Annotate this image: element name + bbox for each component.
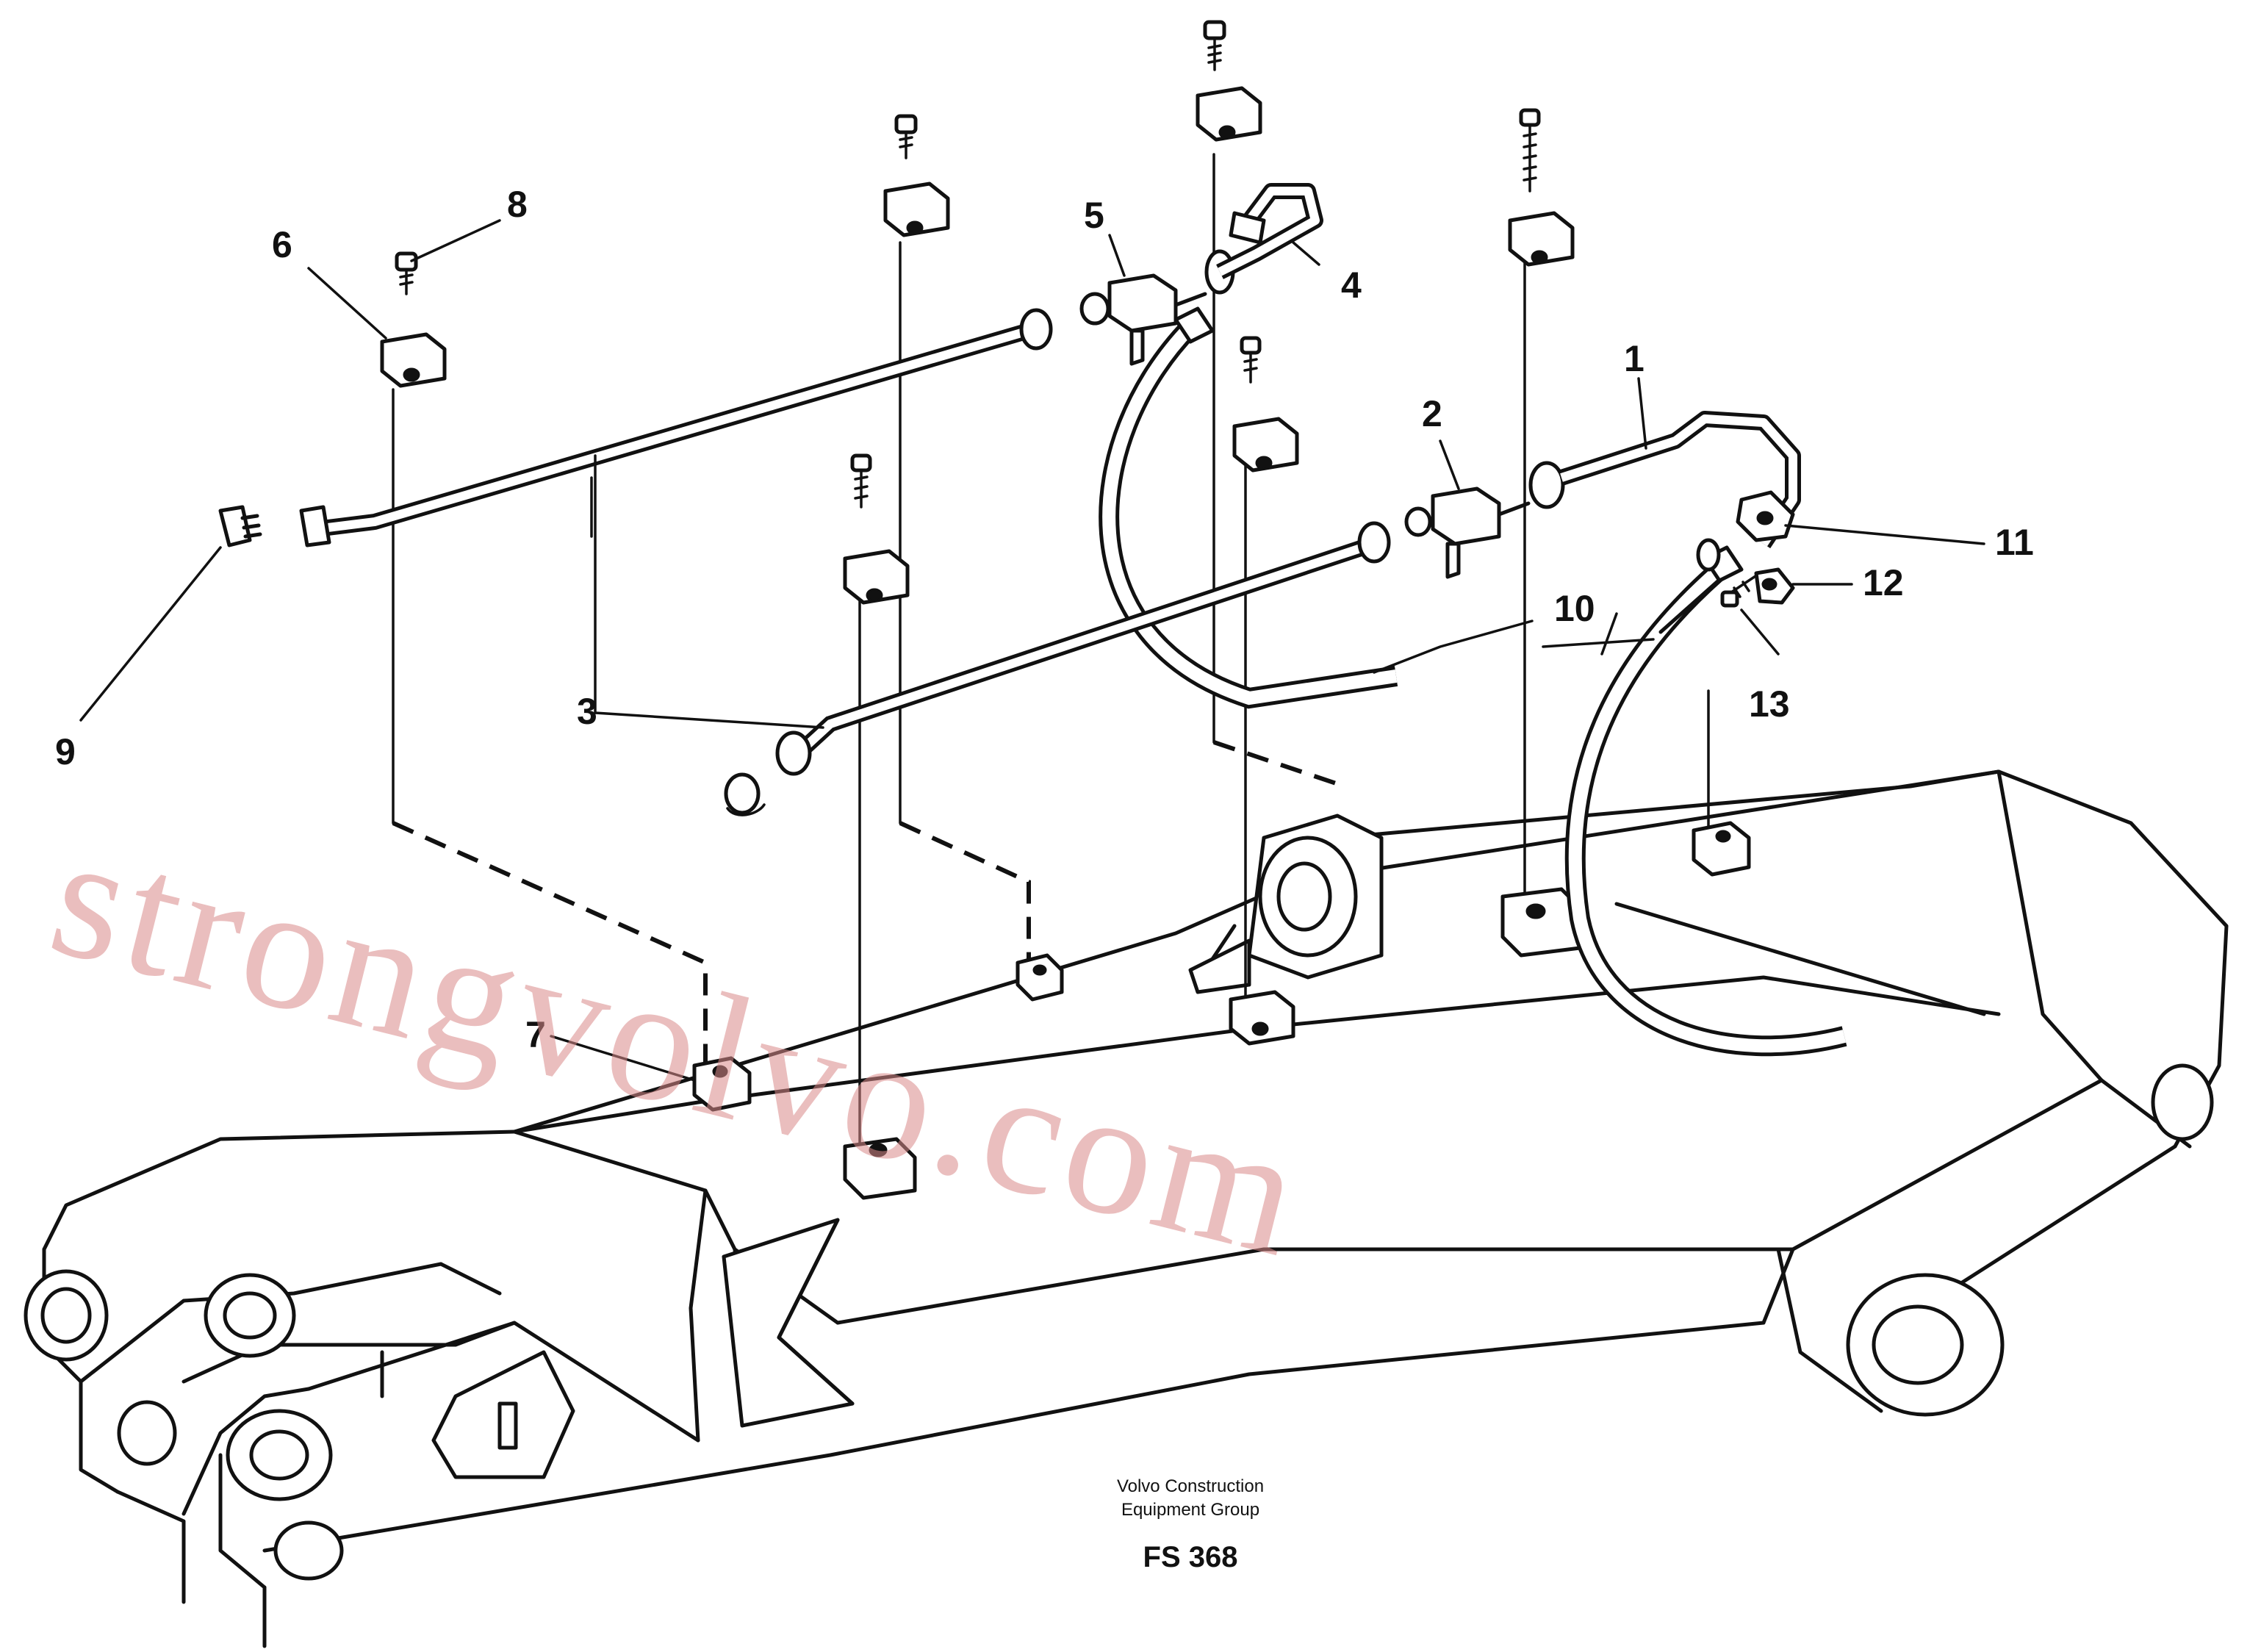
clamps xyxy=(380,86,1751,1200)
clamp-7 xyxy=(692,1056,752,1112)
footer: Volvo Construction Equipment Group FS 36… xyxy=(1117,1476,1264,1573)
callout-9: 9 xyxy=(55,731,76,772)
assembly-lines xyxy=(392,153,1710,1148)
right-pin-hole xyxy=(1872,1304,1964,1385)
pipes xyxy=(218,183,1847,1057)
footer-figure-code: FS 368 xyxy=(1143,1541,1238,1573)
pipe-nut-upper-right xyxy=(1019,308,1053,351)
left-lug-3-hole xyxy=(223,1291,277,1340)
clamp-boom-d xyxy=(1692,821,1751,877)
pipe-3-lower-nut xyxy=(1357,521,1391,564)
hose-upper-fitting xyxy=(1173,306,1215,344)
clamp-right-upper xyxy=(1508,211,1575,267)
callout-4: 4 xyxy=(1341,265,1362,306)
pipe-4-tip xyxy=(1229,211,1266,245)
clamp-left-mid xyxy=(843,549,910,605)
callout-7: 7 xyxy=(525,1014,546,1055)
pipe-4 xyxy=(1218,187,1320,276)
hose-10 xyxy=(1568,568,1847,1053)
pivot-hole xyxy=(1276,861,1332,932)
callout-6: 6 xyxy=(272,224,292,265)
screws xyxy=(395,20,1761,608)
pipe-3-lower-cap xyxy=(724,772,761,815)
callout-13: 13 xyxy=(1749,683,1790,725)
callout-2: 2 xyxy=(1422,393,1442,434)
hose-upper xyxy=(1102,322,1398,705)
right-small-boss xyxy=(2151,1063,2214,1141)
screw-center-mid xyxy=(1240,336,1262,384)
small-rectangle xyxy=(497,1401,518,1450)
callout-11: 11 xyxy=(1995,522,2034,563)
footer-company-line1: Volvo Construction xyxy=(1117,1476,1264,1496)
screw-top-center xyxy=(1203,20,1226,71)
callouts: 1 2 3 4 5 6 7 8 9 10 11 12 13 xyxy=(55,184,2034,1055)
left-lug-1-hole xyxy=(40,1287,92,1344)
clamp-top-center xyxy=(1196,86,1262,142)
pipe-3-lower-nut-left xyxy=(775,730,812,776)
clamp-boom-e xyxy=(843,1137,917,1200)
callout-12: 12 xyxy=(1863,562,1904,603)
clamp-6 xyxy=(380,332,447,388)
valve-2-nut xyxy=(1528,461,1565,509)
pipe-nut-left xyxy=(299,505,331,547)
callout-3: 3 xyxy=(577,691,597,732)
clamp-center-mid xyxy=(1232,417,1299,473)
left-lug-5-hole xyxy=(273,1520,344,1581)
callout-8: 8 xyxy=(507,184,528,225)
clamp-boom-b xyxy=(1229,990,1295,1046)
callout-10: 10 xyxy=(1554,588,1595,629)
leader-lines xyxy=(79,219,1985,1082)
boom xyxy=(24,769,2229,1648)
clamp-left-upper xyxy=(883,182,950,237)
screw-13 xyxy=(1720,572,1761,608)
clamp-boom-a xyxy=(1016,953,1064,1002)
screw-8 xyxy=(395,251,418,295)
pipe-1 xyxy=(1560,414,1797,547)
valve-5 xyxy=(1107,273,1178,333)
valve-2 xyxy=(1431,486,1501,546)
left-lug-4-hole xyxy=(249,1429,309,1481)
screw-left-mid xyxy=(850,453,872,509)
left-lug-2-hole xyxy=(117,1400,177,1466)
screw-right-upper xyxy=(1519,108,1541,193)
callout-5: 5 xyxy=(1084,195,1104,236)
footer-company-line2: Equipment Group xyxy=(1121,1500,1259,1520)
pivot-foot xyxy=(1188,938,1251,994)
callout-1: 1 xyxy=(1624,338,1644,379)
screw-left-upper xyxy=(894,114,918,159)
